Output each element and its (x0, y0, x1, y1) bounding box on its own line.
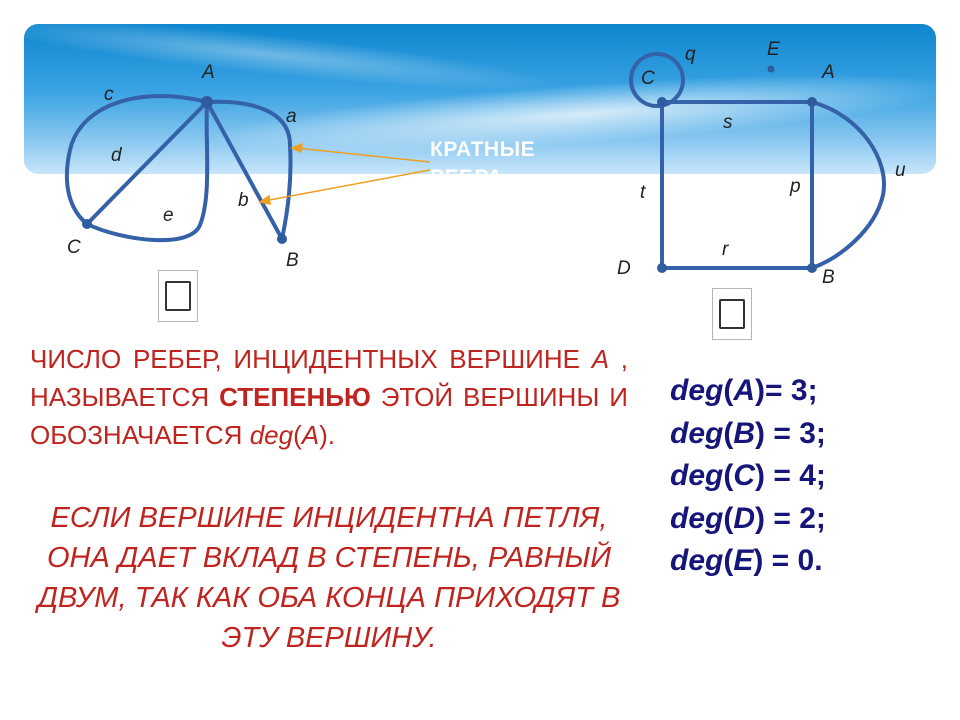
vertex-A (201, 96, 213, 108)
deg-vertex: E (733, 544, 753, 577)
deg-fn: deg (670, 544, 723, 577)
edge-label-s: s (723, 112, 733, 133)
loop-note: ЕСЛИ ВЕРШИНЕ ИНЦИДЕНТНА ПЕТЛЯ, ОНА ДАЕТ … (30, 498, 628, 658)
vertex-D (657, 263, 667, 273)
edge-label-q: q (685, 44, 696, 65)
right-graph (631, 54, 884, 268)
definition-notation-open: ( (293, 420, 302, 450)
deg-vertex: B (733, 417, 755, 450)
edge-label-b: b (238, 190, 249, 211)
deg-separator: . (814, 544, 822, 577)
deg-value: 4 (799, 459, 816, 492)
edge-label-c: c (104, 84, 114, 105)
deg-fn: deg (670, 374, 723, 407)
edge-d (87, 102, 207, 224)
deg-fn: deg (670, 459, 723, 492)
deg-value: 3 (799, 417, 816, 450)
ole-object-icon-frame (719, 299, 745, 329)
vertex-label-A: A (201, 62, 215, 83)
edge-b (207, 102, 282, 239)
deg-fn: deg (670, 417, 723, 450)
definition-notation-arg: A (302, 420, 319, 450)
vertex-label-E: E (767, 39, 780, 60)
deg-separator: ; (816, 417, 826, 450)
callout-line-2: РЕБРА (430, 164, 590, 192)
edge-u (812, 102, 884, 268)
vertex-label-A: A (821, 62, 835, 83)
left-graph (67, 96, 291, 240)
edge-label-p: p (789, 176, 801, 197)
deg-vertex: D (733, 502, 755, 535)
deg-separator: ; (816, 459, 826, 492)
left-graph-vertices (82, 96, 287, 244)
degree-values: deg(A)= 3; deg(B) = 3; deg(C) = 4; deg(D… (670, 370, 870, 583)
ole-object-icon-frame (165, 281, 191, 311)
callout-line-1: КРАТНЫЕ (430, 136, 590, 164)
definition-text-1: ЧИСЛО РЕБЕР, ИНЦИДЕНТНЫХ ВЕРШИНЕ (30, 344, 592, 374)
deg-separator: ; (816, 502, 826, 535)
definition-notation-close: ). (319, 420, 335, 450)
vertex-label-B: B (286, 250, 299, 271)
deg-vertex: A (733, 374, 755, 407)
vertex-A (807, 97, 817, 107)
deg-value: 3 (791, 374, 808, 407)
callout-arrow-a (296, 148, 430, 162)
ole-object-icon[interactable] (712, 288, 752, 340)
degree-definition: ЧИСЛО РЕБЕР, ИНЦИДЕНТНЫХ ВЕРШИНЕ A , НАЗ… (30, 340, 628, 454)
multiple-edges-callout: КРАТНЫЕ РЕБРА (430, 136, 590, 192)
vertex-C (82, 219, 92, 229)
vertex-label-C: C (67, 237, 81, 258)
loop-q (631, 54, 683, 106)
vertex-B (807, 263, 817, 273)
deg-vertex: C (733, 459, 755, 492)
vertex-E (768, 66, 775, 73)
edge-label-r: r (722, 239, 729, 260)
edge-label-t: t (640, 182, 646, 203)
edge-label-u: u (895, 160, 906, 181)
edge-label-d: d (111, 145, 123, 166)
deg-value: 2 (799, 502, 816, 535)
edge-c (67, 96, 207, 224)
definition-notation-fn: deg (250, 420, 293, 450)
definition-term: СТЕПЕНЬЮ (219, 382, 371, 412)
ole-object-icon[interactable] (158, 270, 198, 322)
deg-separator: ; (808, 374, 818, 407)
callout-arrows (260, 144, 430, 204)
left-graph-labels: A C B c d e a b (67, 62, 299, 271)
right-graph-vertices (657, 66, 817, 274)
vertex-label-C: C (641, 68, 655, 89)
vertex-label-B: B (822, 267, 835, 288)
vertex-C (657, 97, 667, 107)
deg-value: 0 (798, 544, 815, 577)
vertex-label-D: D (617, 258, 631, 279)
vertex-B (277, 234, 287, 244)
deg-fn: deg (670, 502, 723, 535)
arrowhead-a (292, 144, 302, 152)
edge-label-a: a (286, 106, 297, 127)
definition-vertex: A (592, 344, 609, 374)
edge-label-e: e (163, 205, 174, 226)
